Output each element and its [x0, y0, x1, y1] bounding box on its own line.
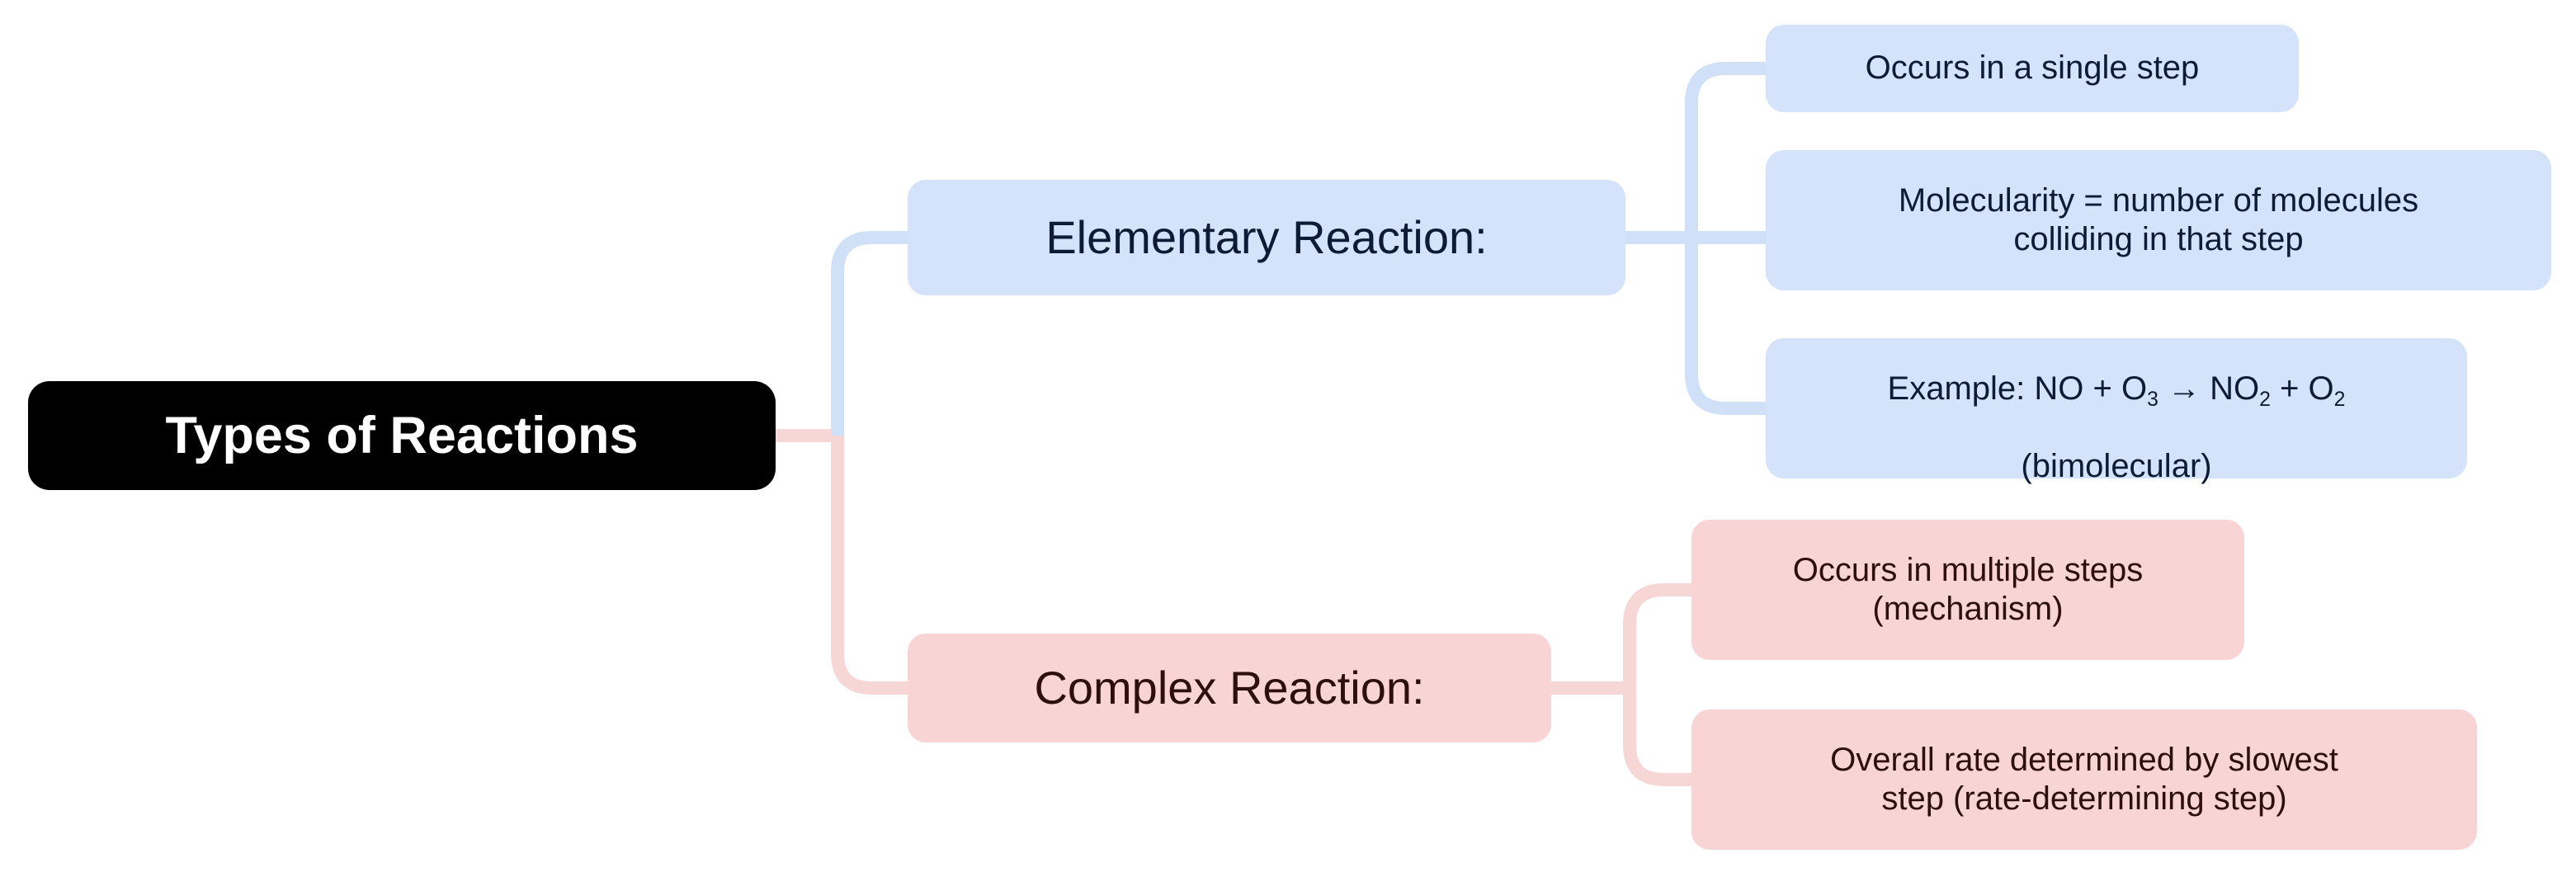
leaf-node-molecularity[interactable]: Molecularity = number of molecules colli…: [1766, 150, 2551, 290]
leaf-node-label-molecularity: Molecularity = number of molecules colli…: [1898, 181, 2419, 257]
branch-node-complex-reaction[interactable]: Complex Reaction:: [908, 634, 1551, 742]
subscript-o2: 2: [2333, 388, 2346, 411]
example-bimolecular-line: (bimolecular): [2021, 448, 2212, 485]
root-node-types-of-reactions[interactable]: Types of Reactions: [28, 381, 776, 490]
leaf-node-label-single-step: Occurs in a single step: [1865, 49, 2200, 87]
subscript-no2: 2: [2259, 388, 2271, 411]
leaf-node-occurs-in-multiple-steps[interactable]: Occurs in multiple steps (mechanism): [1691, 520, 2244, 660]
leaf-node-example-reaction[interactable]: Example: NO + O3 → NO2 + O2 (bimolecular…: [1766, 338, 2467, 484]
leaf-node-label-multiple-steps: Occurs in multiple steps (mechanism): [1792, 551, 2144, 627]
root-node-label: Types of Reactions: [165, 406, 639, 464]
leaf-node-label-rate-determining: Overall rate determined by slowest step …: [1830, 741, 2338, 817]
branch-node-label-complex: Complex Reaction:: [1034, 661, 1425, 714]
branch-node-label-elementary: Elementary Reaction:: [1045, 210, 1488, 263]
example-equation-line: Example: NO + O3 → NO2 + O2: [1887, 370, 2346, 411]
leaf-node-occurs-in-a-single-step[interactable]: Occurs in a single step: [1766, 25, 2299, 112]
branch-node-elementary-reaction[interactable]: Elementary Reaction:: [908, 180, 1625, 295]
leaf-node-rate-determining-step[interactable]: Overall rate determined by slowest step …: [1691, 709, 2477, 850]
leaf-node-label-example: Example: NO + O3 → NO2 + O2 (bimolecular…: [1888, 331, 2346, 487]
subscript-o3: 3: [2147, 388, 2158, 411]
